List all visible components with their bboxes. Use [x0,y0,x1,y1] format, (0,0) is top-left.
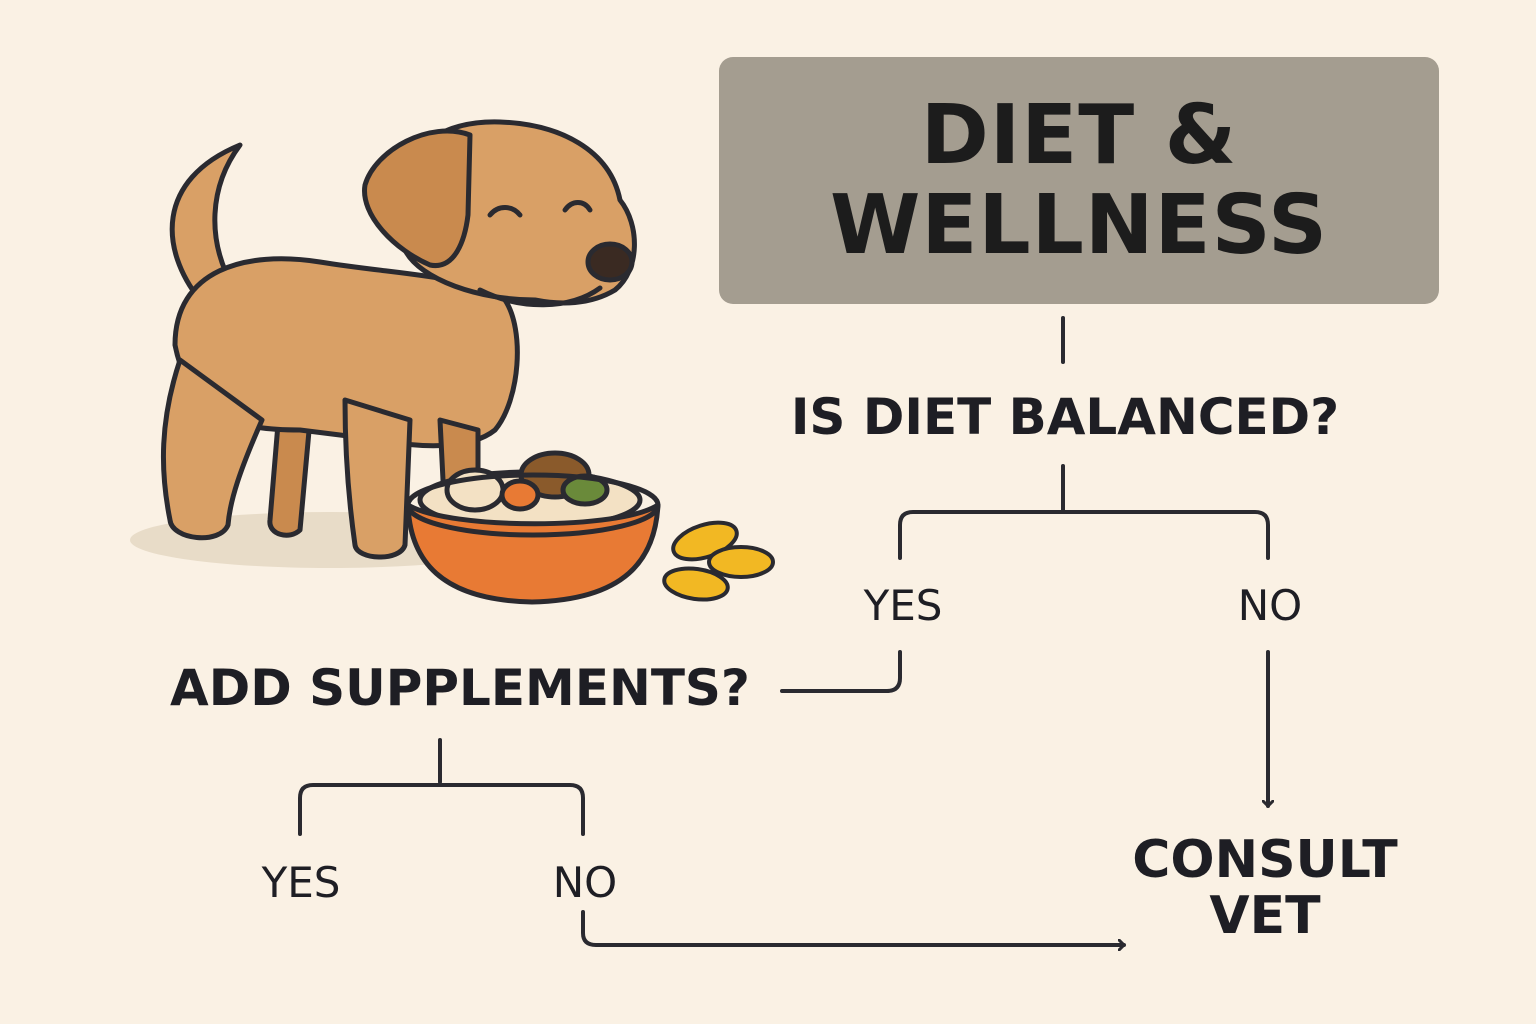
title-box: DIET & WELLNESS [719,57,1439,304]
question-diet-balanced: IS DIET BALANCED? [790,388,1340,446]
title-line-1: DIET & [920,87,1238,183]
food-bowl-icon [405,450,661,605]
supplement-capsule-icon [662,520,775,602]
outcome-line-2: VET [1209,886,1321,946]
dog-eye-left [487,205,523,218]
q2-yes-label: YES [261,858,341,907]
connector-q1-branches [898,510,1270,560]
q2-no-label: NO [552,858,618,907]
q1-no-label: NO [1237,581,1303,630]
dog-mouth [477,285,603,308]
connector-q2-branches [298,783,585,836]
dog-front-leg [342,397,413,560]
dog-nose [585,241,635,283]
dog-body [172,256,520,449]
question-add-supplements: ADD SUPPLEMENTS? [170,659,750,717]
bowl-rim [405,472,661,538]
outcome-line-1: CONSULT [1132,830,1398,890]
dog-tail [169,142,243,303]
title-line-2: WELLNESS [829,177,1329,273]
connector-q2-no-arrow [581,910,1124,945]
connectors [298,316,1270,945]
outcome-consult-vet: CONSULT VET [1110,832,1420,944]
dog-eye-right [562,200,593,213]
connector-yes-to-q2 [780,650,902,693]
dog-back-leg [160,357,265,541]
dog-ear [362,128,473,268]
q1-yes-label: YES [863,581,943,630]
